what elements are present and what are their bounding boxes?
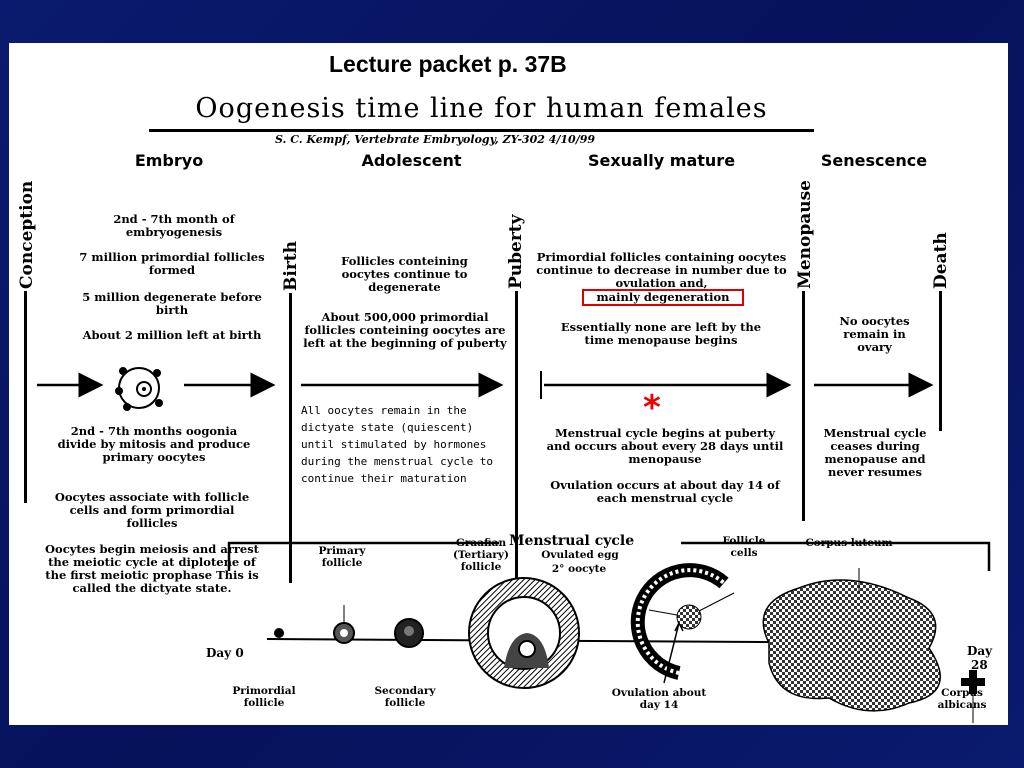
dictyate-note: All oocytes remain in the dictyate state… (301, 404, 494, 485)
mature-note-1: Primordial follicles containing oocytes … (536, 250, 787, 290)
label-birth: Birth (281, 241, 301, 291)
author-credit: S. C. Kempf, Vertebrate Embryology, ZY-3… (275, 133, 596, 146)
adolescent-note-1: Follicles conteining oocytes continue to… (341, 254, 468, 294)
label-conception: Conception (17, 180, 37, 289)
birth-line (289, 293, 292, 583)
mature-note-4: Ovulation occurs at about day 14 of each… (550, 478, 780, 505)
mainly-degeneration-highlight: mainly degeneration (582, 289, 744, 306)
menstrual-cycle-frame (227, 541, 991, 571)
mature-note-2: Essentially none are left by the time me… (560, 320, 762, 347)
graafian-follicle-label: Graafian (Tertiary) follicle (452, 537, 510, 573)
timeline-arrows (37, 371, 934, 399)
diagram-title: Oogenesis time line for human females (195, 93, 768, 124)
death-line (939, 291, 942, 431)
title-underline (149, 129, 814, 132)
phase-sexually-mature: Sexually mature (587, 151, 736, 170)
embryo-note-2: 7 million primordial follicles formed (79, 250, 265, 277)
embryo-note-3: 5 million degenerate before birth (82, 290, 262, 317)
day-28-number: 28 (971, 658, 988, 672)
secondary-oocyte-label: 2° oocyte (551, 563, 607, 575)
menstrual-cycle-title: Menstrual cycle (509, 533, 635, 549)
embryo-note-4: About 2 million left at birth (82, 328, 262, 342)
secondary-follicle-label: Secondary follicle (374, 685, 436, 709)
ovulated-egg-label: Ovulated egg (541, 549, 619, 561)
phase-adolescent: Adolescent (361, 151, 462, 170)
adolescent-note-2: About 500,000 primordial follicles conte… (303, 310, 507, 350)
senescence-note-1: No oocytes remain in ovary (839, 314, 910, 354)
label-puberty: Puberty (506, 214, 526, 289)
mature-note-3: Menstrual cycle begins at puberty and oc… (546, 426, 784, 466)
day-28-label: Day (967, 644, 993, 658)
ovulation-label: Ovulation about day 14 (611, 687, 707, 711)
embryo-note-7: Oocytes begin meiosis and arrest the mei… (45, 542, 259, 595)
embryo-note-5: 2nd - 7th months oogonia divide by mitos… (57, 424, 251, 464)
packet-reference: Lecture packet p. 37B (329, 51, 567, 77)
primordial-follicle-label: Primordial follicle (232, 685, 296, 709)
day-0-label: Day 0 (206, 646, 244, 660)
primary-follicle-label: Primary follicle (318, 545, 366, 569)
menstrual-cycle-drawing (266, 563, 985, 723)
label-menopause: Menopause (795, 180, 815, 289)
menopause-line (802, 291, 805, 521)
red-asterisk: * (643, 388, 661, 428)
senescence-note-2: Menstrual cycle ceases during menopause … (823, 426, 927, 479)
corpus-luteum-label: Corpus luteum (805, 537, 893, 549)
phase-senescence: Senescence (820, 151, 928, 170)
corpus-albicans-label: Corpus albicans (937, 687, 987, 711)
label-death: Death (931, 232, 951, 289)
conception-line (24, 291, 27, 503)
puberty-line (515, 291, 518, 581)
embryo-note-1: 2nd - 7th month of embryogenesis (113, 212, 235, 239)
phase-embryo: Embryo (134, 151, 204, 170)
slide: Lecture packet p. 37B Oogenesis time lin… (9, 43, 1008, 725)
embryo-note-6: Oocytes associate with follicle cells an… (54, 490, 250, 530)
follicle-cells-label: Follicle cells (722, 535, 766, 559)
embryo-icon (115, 367, 163, 411)
